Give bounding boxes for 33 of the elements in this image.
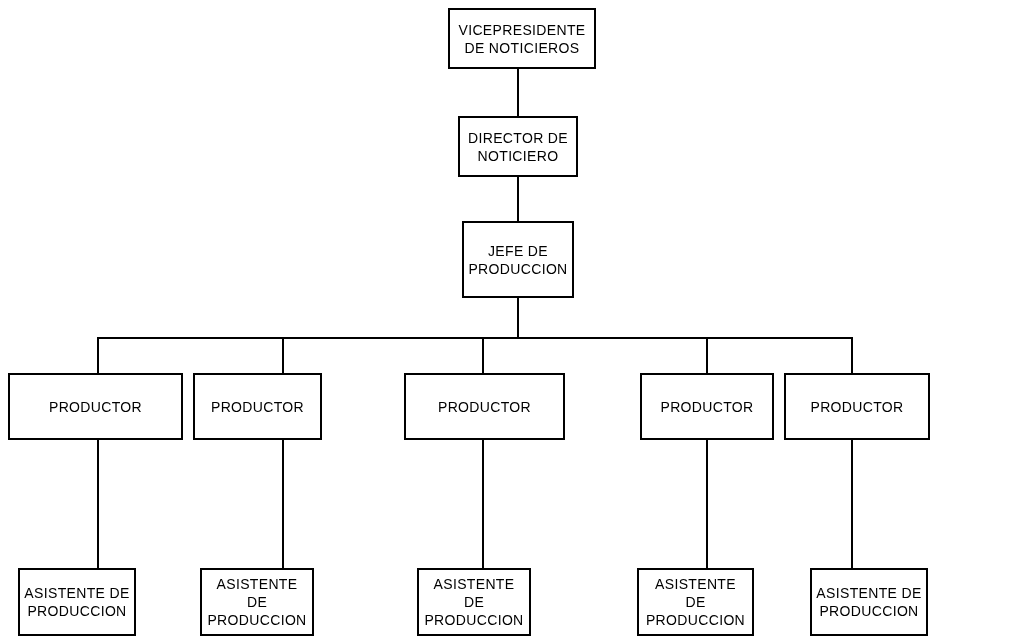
- box-label: PRODUCTOR: [660, 397, 754, 416]
- org-box: [462, 221, 574, 298]
- box-label: DIRECTOR DE NOTICIERO: [466, 128, 569, 165]
- connector-line: [282, 439, 284, 569]
- box-label: PRODUCTOR: [437, 397, 532, 416]
- org-box: [193, 373, 322, 440]
- box-label: VICEPRESIDENTE DE NOTICIEROS: [457, 20, 587, 57]
- box-label: JEFE DE PRODUCCION: [468, 241, 568, 278]
- connector-line: [706, 439, 708, 569]
- org-box: [458, 116, 578, 177]
- org-box: [18, 568, 136, 636]
- box-label: ASISTENTE DE PRODUCCION: [24, 584, 130, 620]
- org-box: [200, 568, 314, 636]
- connector-line: [517, 68, 519, 117]
- box-label: PRODUCTOR: [210, 397, 305, 416]
- box-label: PRODUCTOR: [48, 397, 143, 416]
- org-box: [448, 8, 596, 69]
- org-box: [8, 373, 183, 440]
- connector-line: [851, 439, 853, 569]
- org-box: [417, 568, 531, 636]
- box-label: ASISTENTE DE PRODUCCION: [423, 575, 525, 629]
- connector-line: [482, 439, 484, 569]
- connector-line: [517, 176, 519, 222]
- org-box: [810, 568, 928, 636]
- org-box: [784, 373, 930, 440]
- box-label: ASISTENTE DE PRODUCCION: [644, 575, 747, 629]
- box-label: PRODUCTOR: [810, 397, 904, 416]
- box-label: ASISTENTE DE PRODUCCION: [206, 575, 308, 629]
- org-box: [637, 568, 754, 636]
- connector-line: [97, 439, 99, 569]
- box-label: ASISTENTE DE PRODUCCION: [816, 584, 922, 620]
- org-box: [640, 373, 774, 440]
- org-box: [404, 373, 565, 440]
